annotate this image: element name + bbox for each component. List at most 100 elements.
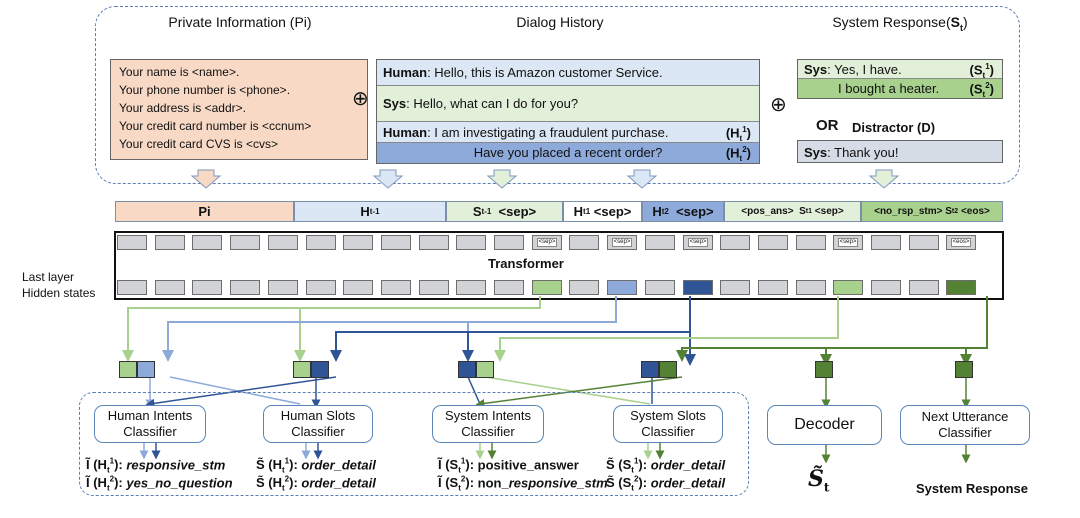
system-slot-result: S̃ (St1): order_detail [606,457,726,475]
input-token-cell [268,235,298,250]
pooled-vector [659,361,677,378]
next-utterance-output: System Response [916,481,1028,496]
oplus-icon: ⊕ [352,88,369,110]
system-intent-result: Ĩ (St2): non_responsive_stm [438,475,608,493]
human-intents-classifier: Human Intents Classifier [94,405,206,443]
connector-line [494,296,839,362]
pi-line: Your credit card number is <ccnum> [119,119,312,133]
connector-line [294,307,540,362]
down-arrow-icon [190,169,222,189]
hidden-state-cell [796,280,826,295]
transformer-label: Transformer [488,256,564,271]
hidden-state-cell [494,280,524,295]
system-intents-classifier: System Intents Classifier [432,405,544,443]
pooled-vector [641,361,659,378]
response-line: I bought a heater. (St2) [798,79,1002,99]
decoder-box: Decoder [767,405,882,445]
pooled-vector [119,361,137,378]
hidden-state-cell [833,280,863,295]
human-slot-result: S̃ (Ht2): order_detail [256,475,376,493]
system-slots-classifier: System Slots Classifier [613,405,723,443]
classifier-group-border [79,392,749,496]
dialog-line: Human: I am investigating a fraudulent p… [377,122,759,143]
connector-line [475,376,683,408]
system-response-header: System Response(St) [832,14,968,33]
dialog-line: Sys: Hello, what can I do for you? [377,86,759,122]
hidden-state-cell [343,280,373,295]
utterance-tag: (Ht2) [725,145,751,163]
input-token-cell: <sep> [532,235,562,250]
connector-line [676,296,988,362]
speaker-label: Sys [804,145,828,160]
human-intent-result: Ĩ (Ht2): yes_no_question [86,475,233,493]
dialog-history-header: Dialog History [516,14,604,30]
hidden-state-cell [645,280,675,295]
utterance-tag: (St1) [969,62,994,80]
hidden-state-cell [758,280,788,295]
hidden-state-cell [683,280,713,295]
input-token-cell [909,235,939,250]
dialog-line: Human: Hello, this is Amazon customer Se… [377,60,759,86]
input-token-cell [456,235,486,250]
input-token-cell [645,235,675,250]
utterance-text: : Hello, this is Amazon customer Service… [427,65,663,80]
input-token-cell [192,235,222,250]
input-token-cell [720,235,750,250]
hidden-state-cell [532,280,562,295]
pi-line: Your credit card CVS is <cvs> [119,137,278,151]
next-utterance-classifier: Next Utterance Classifier [900,405,1030,445]
connector-line [122,296,541,362]
context-group-border [95,6,1020,184]
input-token-cell [871,235,901,250]
input-token-cell: <sep> [833,235,863,250]
hidden-state-cell [946,280,976,295]
pooled-vector [137,361,155,378]
or-label: OR [816,117,839,134]
input-token-cell [343,235,373,250]
down-arrow-icon [626,169,658,189]
dialog-history-box: Human: Hello, this is Amazon customer Se… [376,59,760,164]
connector-line [330,296,691,362]
private-info-box: Your name is <name>. Your phone number i… [110,59,368,160]
hidden-state-cell [268,280,298,295]
input-token-cell [155,235,185,250]
input-token-cell: <sep> [607,235,637,250]
input-token-cell [796,235,826,250]
utterance-text: : I am investigating a fraudulent purcha… [427,125,669,140]
hidden-state-cell [192,280,222,295]
pooled-vector [311,361,329,378]
hidden-state-cell [306,280,336,295]
hidden-state-cell [607,280,637,295]
pooled-vector [293,361,311,378]
last-layer-label: Last layer Hidden states [22,270,96,300]
hidden-state-cell [909,280,939,295]
input-token-cell [758,235,788,250]
hidden-state-cell [456,280,486,295]
pooled-vector [955,361,973,378]
human-slot-result: S̃ (Ht1): order_detail [256,457,376,475]
down-arrow-icon [868,169,900,189]
hidden-state-cell [720,280,750,295]
down-arrow-icon [486,169,518,189]
input-token-cell: <sep> [683,235,713,250]
down-arrow-icon [372,169,404,189]
human-slots-classifier: Human Slots Classifier [263,405,373,443]
connector-line [169,376,301,405]
input-token-cell [306,235,336,250]
input-token-cell [117,235,147,250]
utterance-text: : Yes, I have. [827,62,902,77]
input-token-cell: <eos> [946,235,976,250]
hidden-state-cell [569,280,599,295]
pi-line: Your phone number is <phone>. [119,83,291,97]
input-token-cell [494,235,524,250]
hidden-state-cell [230,280,260,295]
input-token-cell [419,235,449,250]
dialog-line: Have you placed a recent order? (Ht2) [377,143,759,163]
connector-line [145,376,337,408]
